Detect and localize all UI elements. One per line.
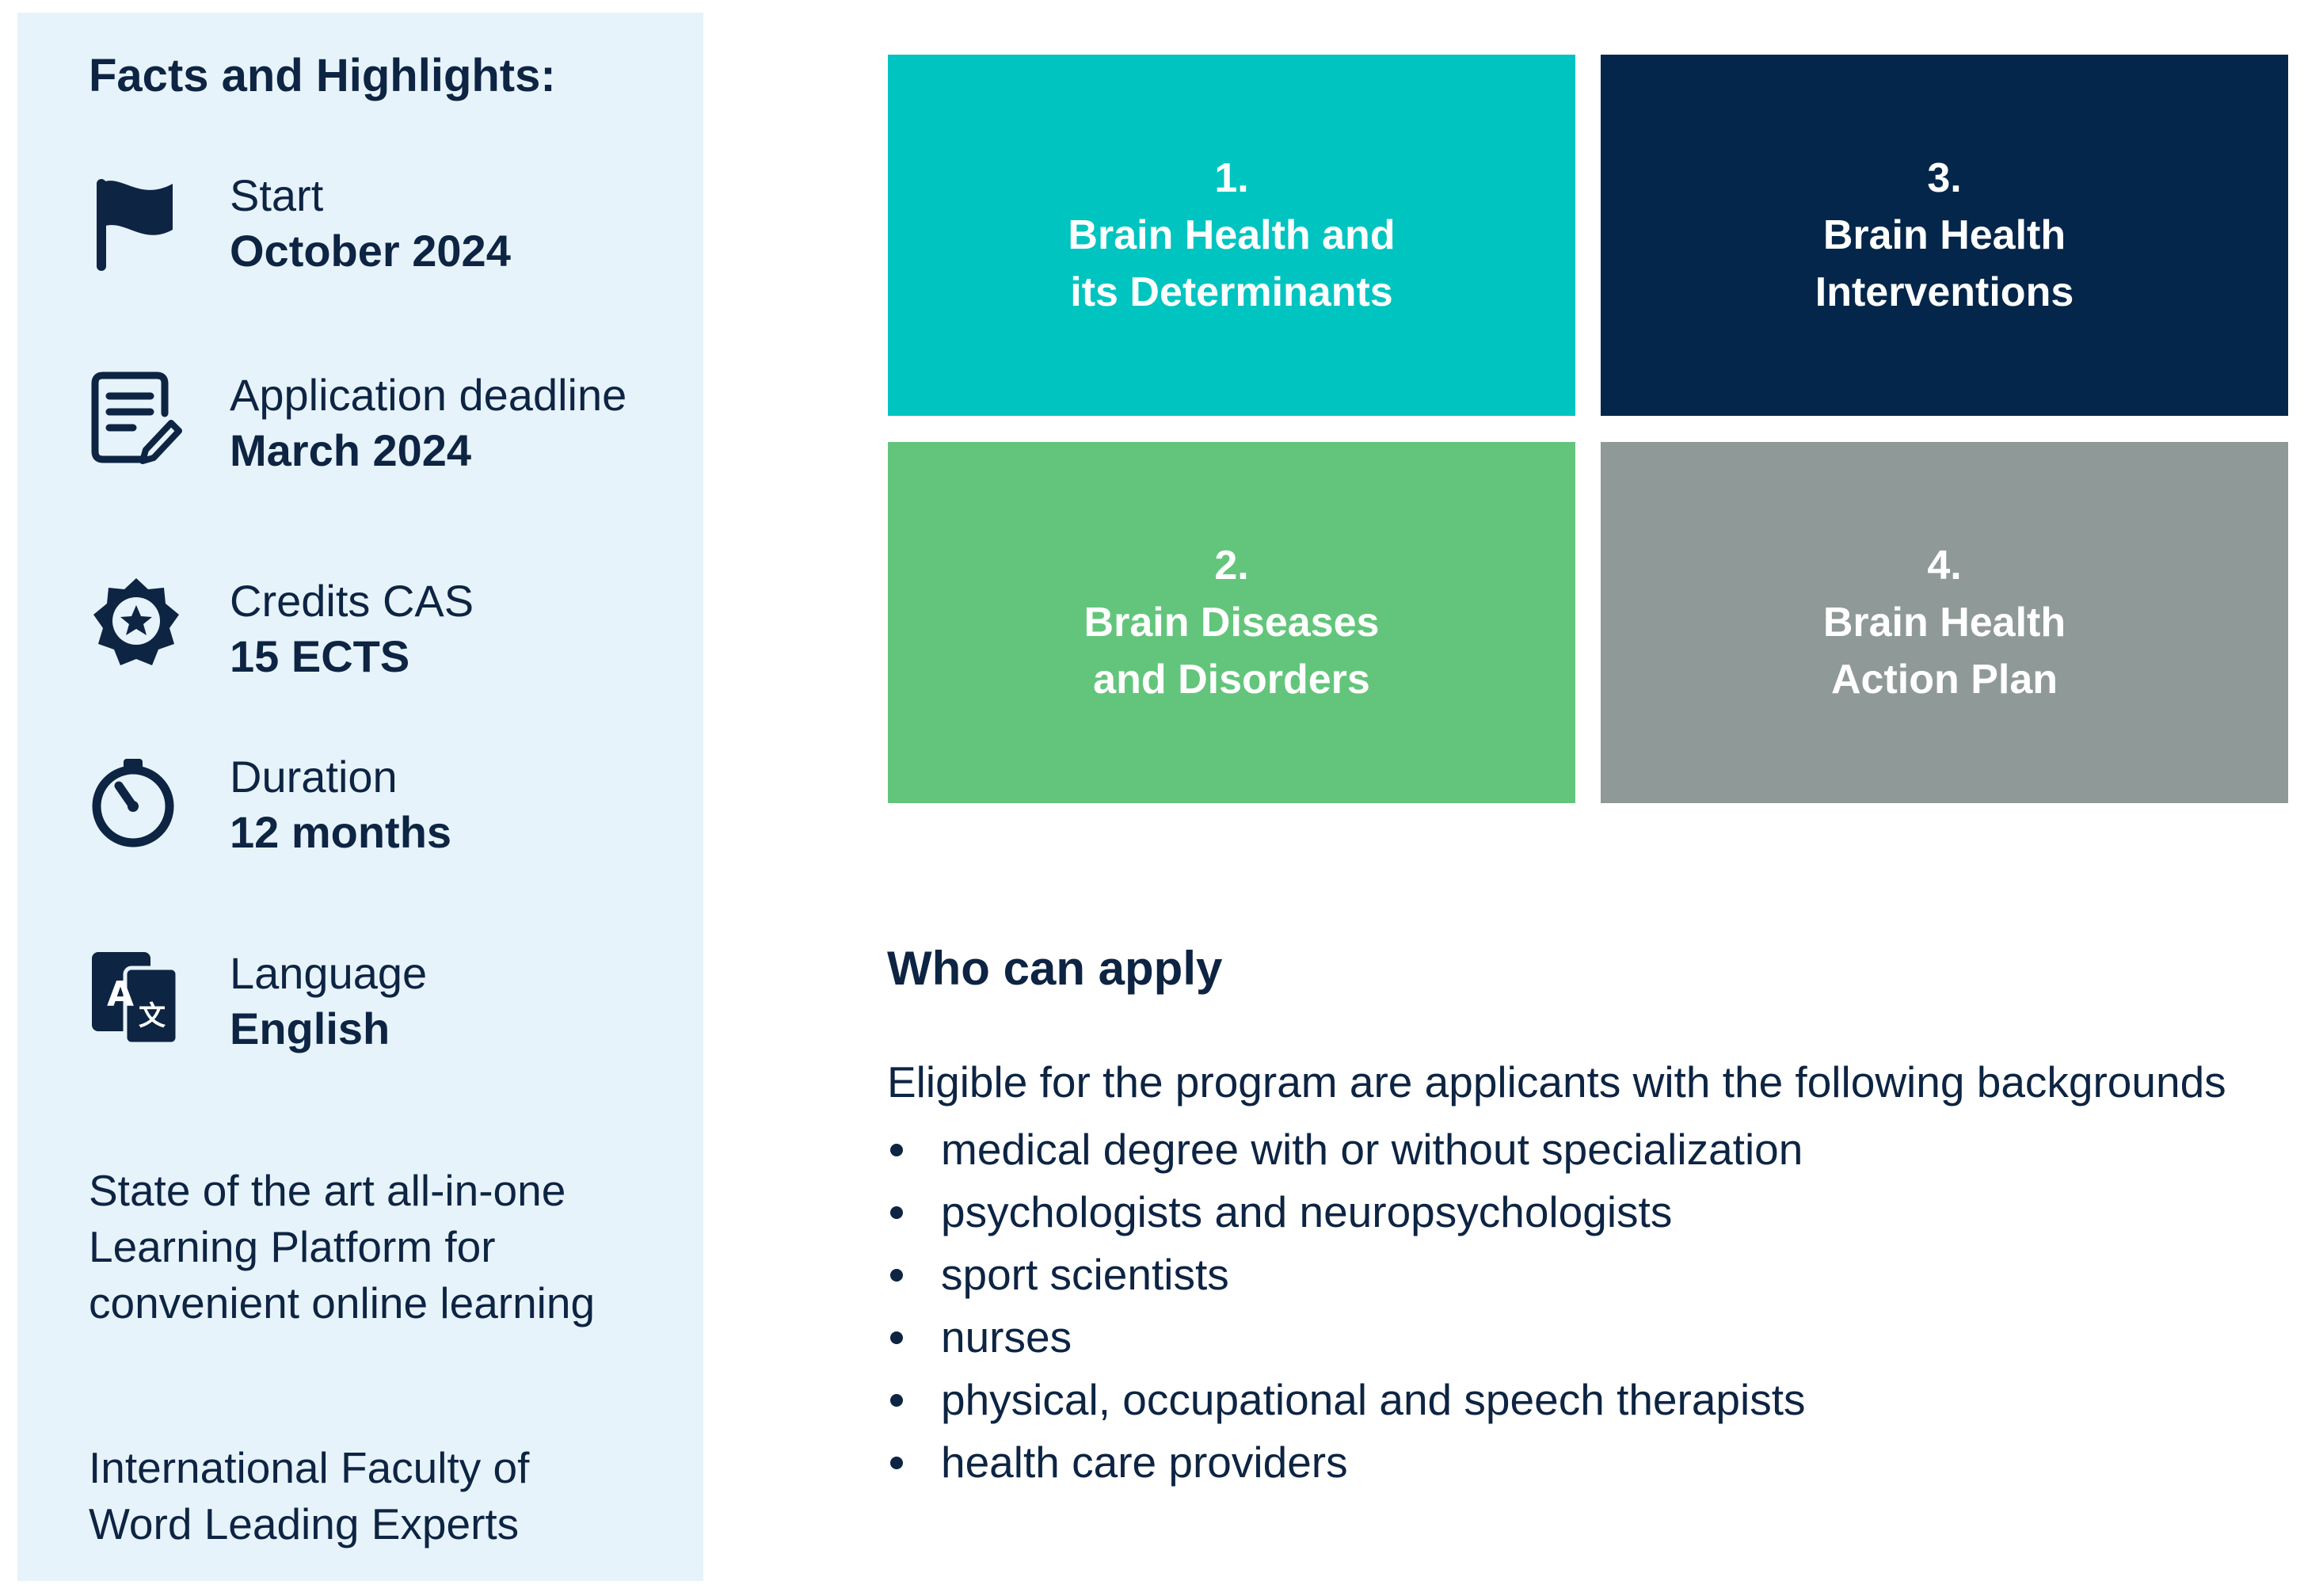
facts-title: Facts and Highlights: [89, 50, 556, 101]
fact-label: Duration [230, 752, 398, 802]
list-item: medical degree with or without specializ… [887, 1118, 1806, 1181]
module-number: 2. [1214, 543, 1249, 589]
module-card-3: 3. Brain Health Interventions [1601, 55, 2288, 416]
fact-label: Language [230, 948, 428, 998]
module-title-line: its Determinants [1070, 269, 1393, 315]
module-card-2: 2. Brain Diseases and Disorders [888, 442, 1575, 803]
list-item-text: nurses [941, 1312, 1072, 1362]
translate-icon: A 文 [89, 947, 184, 1050]
fact-value: March 2024 [230, 425, 472, 475]
bullet-icon [890, 1269, 903, 1282]
who-can-apply-heading: Who can apply [887, 942, 1223, 995]
bullet-icon [890, 1331, 903, 1344]
module-number: 1. [1214, 155, 1249, 201]
fact-label: Application deadline [230, 370, 627, 420]
module-card-1: 1. Brain Health and its Determinants [888, 55, 1575, 416]
module-title-line: Brain Health [1822, 212, 2066, 258]
list-item-text: psychologists and neuropsychologists [941, 1187, 1673, 1236]
module-title-line: Brain Health [1822, 600, 2066, 646]
svg-text:文: 文 [139, 1000, 166, 1032]
module-title-line: Action Plan [1830, 657, 2058, 703]
svg-text:A: A [107, 974, 134, 1015]
fact-language: A 文 Language English [89, 947, 691, 1066]
list-item: psychologists and neuropsychologists [887, 1181, 1806, 1244]
panel-note-faculty: International Faculty of Word Leading Ex… [89, 1440, 691, 1552]
eligibility-list: medical degree with or without specializ… [887, 1118, 1806, 1494]
facts-panel: Facts and Highlights: Start October 2024… [17, 13, 703, 1581]
list-item-text: medical degree with or without specializ… [941, 1125, 1803, 1174]
fact-value: English [230, 1004, 390, 1053]
fact-credits: Credits CAS 15 ECTS [89, 575, 691, 694]
list-item-text: health care providers [941, 1438, 1348, 1487]
note-line: convenient online learning [89, 1278, 596, 1327]
bullet-icon [890, 1206, 903, 1219]
panel-note-learning-platform: State of the art all-in-one Learning Pla… [89, 1163, 691, 1331]
module-number: 4. [1927, 543, 1962, 589]
who-can-apply-intro: Eligible for the program are applicants … [887, 1057, 2226, 1107]
fact-label: Start [230, 170, 324, 220]
bullet-icon [890, 1394, 903, 1407]
list-item: physical, occupational and speech therap… [887, 1369, 1806, 1431]
fact-label: Credits CAS [230, 576, 474, 626]
list-item: health care providers [887, 1431, 1806, 1494]
fact-duration: Duration 12 months [89, 751, 691, 870]
fact-application-deadline: Application deadline March 2024 [89, 369, 691, 488]
module-title-line: Brain Diseases [1083, 600, 1380, 646]
note-line: Learning Platform for [89, 1222, 496, 1271]
badge-star-icon [89, 575, 184, 678]
bullet-icon [890, 1144, 903, 1156]
module-card-4: 4. Brain Health Action Plan [1601, 442, 2288, 803]
list-item: nurses [887, 1306, 1806, 1369]
note-line: State of the art all-in-one [89, 1166, 566, 1215]
list-item: sport scientists [887, 1244, 1806, 1306]
list-item-text: sport scientists [941, 1250, 1229, 1299]
timer-icon [89, 751, 184, 854]
fact-value: October 2024 [230, 226, 511, 276]
flag-icon [89, 170, 184, 272]
fact-start: Start October 2024 [89, 170, 691, 288]
note-line: International Faculty of [89, 1443, 530, 1492]
module-number: 3. [1927, 155, 1962, 201]
fact-value: 12 months [230, 807, 452, 857]
note-line: Word Leading Experts [89, 1499, 520, 1548]
bullet-icon [890, 1457, 903, 1469]
module-title-line: Interventions [1815, 269, 2074, 315]
module-title-line: Brain Health and [1068, 212, 1396, 258]
fact-value: 15 ECTS [230, 631, 410, 681]
document-edit-icon [89, 369, 184, 472]
list-item-text: physical, occupational and speech therap… [941, 1375, 1806, 1424]
module-title-line: and Disorders [1093, 657, 1370, 703]
